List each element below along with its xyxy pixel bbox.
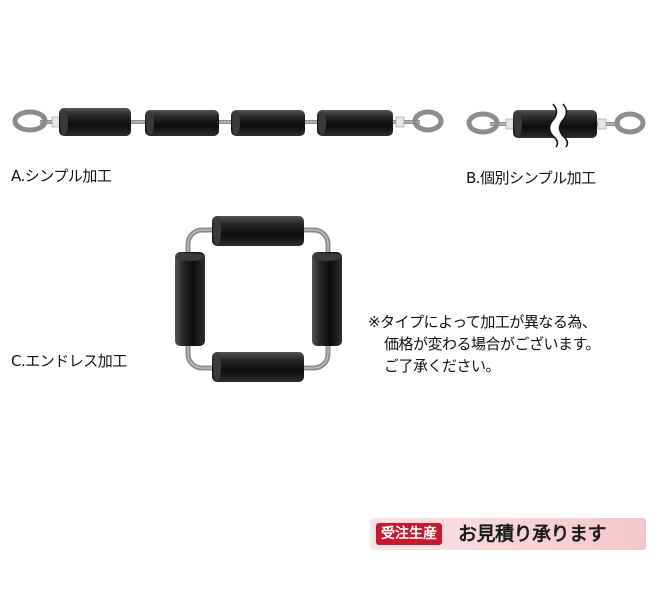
roller — [231, 110, 305, 136]
simple-processing-label: A.シンプル加工 — [11, 167, 112, 185]
endless-roller-loop — [175, 216, 342, 382]
left-eye-loop — [466, 111, 500, 135]
note-line: 価格が変わる場合がございます。 — [384, 335, 601, 353]
note-line: ご了承ください。 — [384, 357, 501, 375]
right-eye-loop — [412, 109, 444, 133]
roller — [212, 352, 304, 382]
endless-processing-label: C.エンドレス加工 — [11, 352, 127, 370]
roller — [175, 252, 205, 346]
made-to-order-badge: 受注生産 お見積り承ります — [370, 518, 646, 550]
individual-simple-processing-label: B.個別シンプル加工 — [466, 169, 596, 187]
note-line: ※タイプによって加工が異なる為、 — [368, 313, 597, 331]
roller — [145, 110, 219, 136]
price-note: ※タイプによって加工が異なる為、 価格が変わる場合がございます。 ご了承ください… — [368, 311, 601, 377]
wire-sleeve — [505, 118, 515, 130]
simple-roller-chain — [12, 108, 444, 136]
right-eye-loop — [614, 111, 646, 135]
made-to-order-tag: 受注生産 — [376, 523, 442, 545]
roller — [212, 216, 304, 246]
individual-roller-chain — [466, 103, 646, 148]
wire-sleeve — [51, 116, 61, 128]
quote-text: お見積り承ります — [458, 523, 607, 545]
roller — [317, 110, 393, 136]
left-eye-loop — [12, 109, 48, 133]
wire-sleeve — [597, 118, 607, 130]
wire-sleeve — [395, 116, 405, 128]
roller — [59, 108, 131, 136]
roller — [312, 252, 342, 346]
